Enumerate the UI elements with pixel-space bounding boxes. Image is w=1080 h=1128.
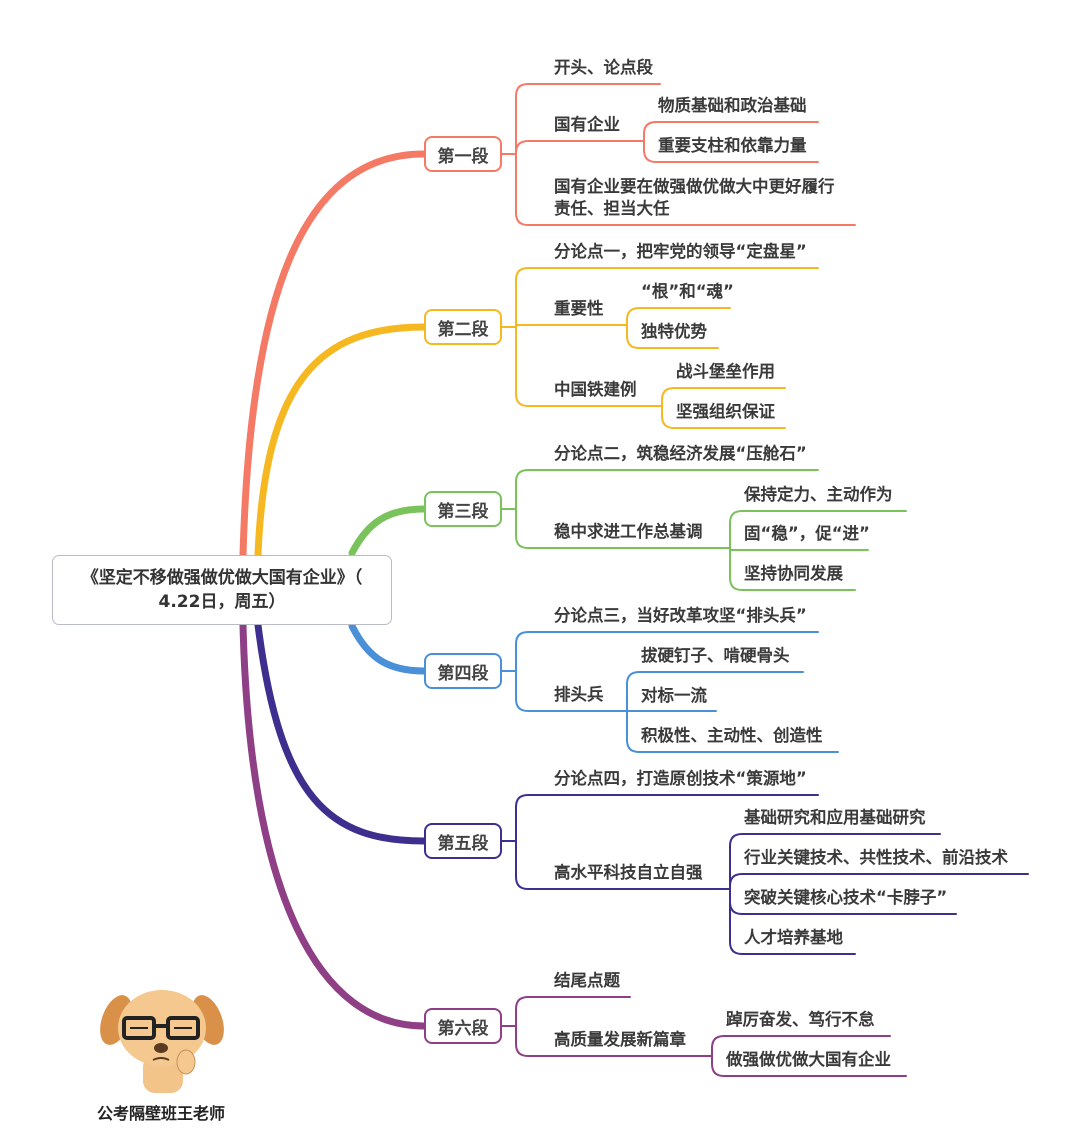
dog-mascot-icon [100,990,224,1093]
branch-line [501,469,819,510]
topic-node[interactable]: 高质量发展新篇章 [554,1030,686,1049]
sub-branch-line [727,888,856,955]
section-node[interactable]: 第六段 [424,1008,502,1044]
topic-node[interactable]: 国有企业要在做强做优做大中更好履行 责任、担当大任 [554,177,835,218]
sub-branch-line [727,547,869,551]
main-branch [254,621,428,845]
root-title-line1: 《坚定不移做强做优做大国有企业》（ [81,568,363,588]
branch-line [501,324,626,328]
main-branch [239,621,428,1030]
subtopic-node[interactable]: 积极性、主动性、创造性 [641,726,823,745]
sub-branch-line [727,873,1029,890]
topic-node[interactable]: 国有企业 [554,115,620,134]
sub-branch-line [727,833,941,890]
subtopic-node[interactable]: 战斗堡垒作用 [676,362,775,381]
branch-line [501,996,631,1027]
sub-branch-line [659,387,786,407]
subtopic-node[interactable]: “根”和“魂” [641,282,734,301]
subtopic-node[interactable]: 保持定力、主动作为 [744,485,893,504]
branch-line [501,840,729,890]
sub-branch-line [659,405,786,429]
section-node[interactable]: 第一段 [424,136,502,172]
main-branch [254,323,428,559]
subtopic-node[interactable]: 对标一流 [641,686,707,705]
subtopic-node[interactable]: 突破关键核心技术“卡脖子” [744,888,948,907]
topic-node[interactable]: 分论点一，把牢党的领导“定盘星” [554,242,807,261]
subtopic-node[interactable]: 独特优势 [641,322,707,341]
subtopic-node[interactable]: 物质基础和政治基础 [658,96,807,115]
topic-node[interactable]: 开头、论点段 [554,58,653,77]
sub-branch-line [624,671,804,712]
topic-node[interactable]: 重要性 [554,299,604,318]
topic-node[interactable]: 高水平科技自立自强 [554,863,703,882]
watermark-caption: 公考隔壁班王老师 [97,1104,226,1123]
section-node[interactable]: 第五段 [424,823,502,859]
branch-line [501,794,819,842]
subtopic-node[interactable]: 坚持协同发展 [744,564,843,583]
branch-line [501,153,856,226]
subtopic-node[interactable]: 踔厉奋发、笃行不怠 [726,1010,875,1029]
topic-node[interactable]: 分论点四，打造原创技术“策源地” [554,769,807,788]
branch-line [501,326,661,407]
main-branch [348,622,428,675]
topic-node[interactable]: 结尾点题 [554,971,620,990]
subtopic-node[interactable]: 基础研究和应用基础研究 [744,808,926,827]
root-title-line2: 4.22日，周五） [158,592,286,612]
subtopic-node[interactable]: 坚强组织保证 [676,402,775,421]
topic-node[interactable]: 分论点三，当好改革攻坚“排头兵” [554,606,807,625]
branch-line [501,140,643,155]
sub-branch-line [641,121,819,142]
subtopic-node[interactable]: 拔硬钉子、啃硬骨头 [641,646,790,665]
sub-branch-line [709,1055,907,1077]
section-node[interactable]: 第三段 [424,491,502,527]
sub-branch-line [624,324,719,349]
topic-node[interactable]: 中国铁建例 [554,380,637,399]
branch-line [501,631,819,672]
branch-line [501,670,626,712]
subtopic-node[interactable]: 行业关键技术、共性技术、前沿技术 [744,848,1008,867]
sub-branch-line [624,307,731,326]
section-node[interactable]: 第二段 [424,309,502,345]
subtopic-node[interactable]: 人才培养基地 [744,928,843,947]
branch-line [501,508,729,549]
subtopic-node[interactable]: 固“稳”，促“进” [744,524,870,543]
branch-line [501,83,661,155]
sub-branch-line [727,547,856,591]
root-topic[interactable]: 《坚定不移做强做优做大国有企业》（ 4.22日，周五） [52,555,392,625]
sub-branch-line [727,510,907,549]
sub-branch-line [624,710,839,753]
topic-node[interactable]: 分论点二，筑稳经济发展“压舱石” [554,444,807,463]
topic-node[interactable]: 稳中求进工作总基调 [554,522,703,541]
section-node[interactable]: 第四段 [424,653,502,689]
sub-branch-line [641,140,819,163]
sub-branch-line [709,1035,891,1057]
main-branch [239,150,428,559]
subtopic-node[interactable]: 做强做优做大国有企业 [726,1050,891,1069]
subtopic-node[interactable]: 重要支柱和依靠力量 [658,136,807,155]
main-branch [348,505,428,557]
branch-line [501,267,819,328]
topic-node[interactable]: 排头兵 [554,685,604,704]
branch-line [501,1025,711,1057]
